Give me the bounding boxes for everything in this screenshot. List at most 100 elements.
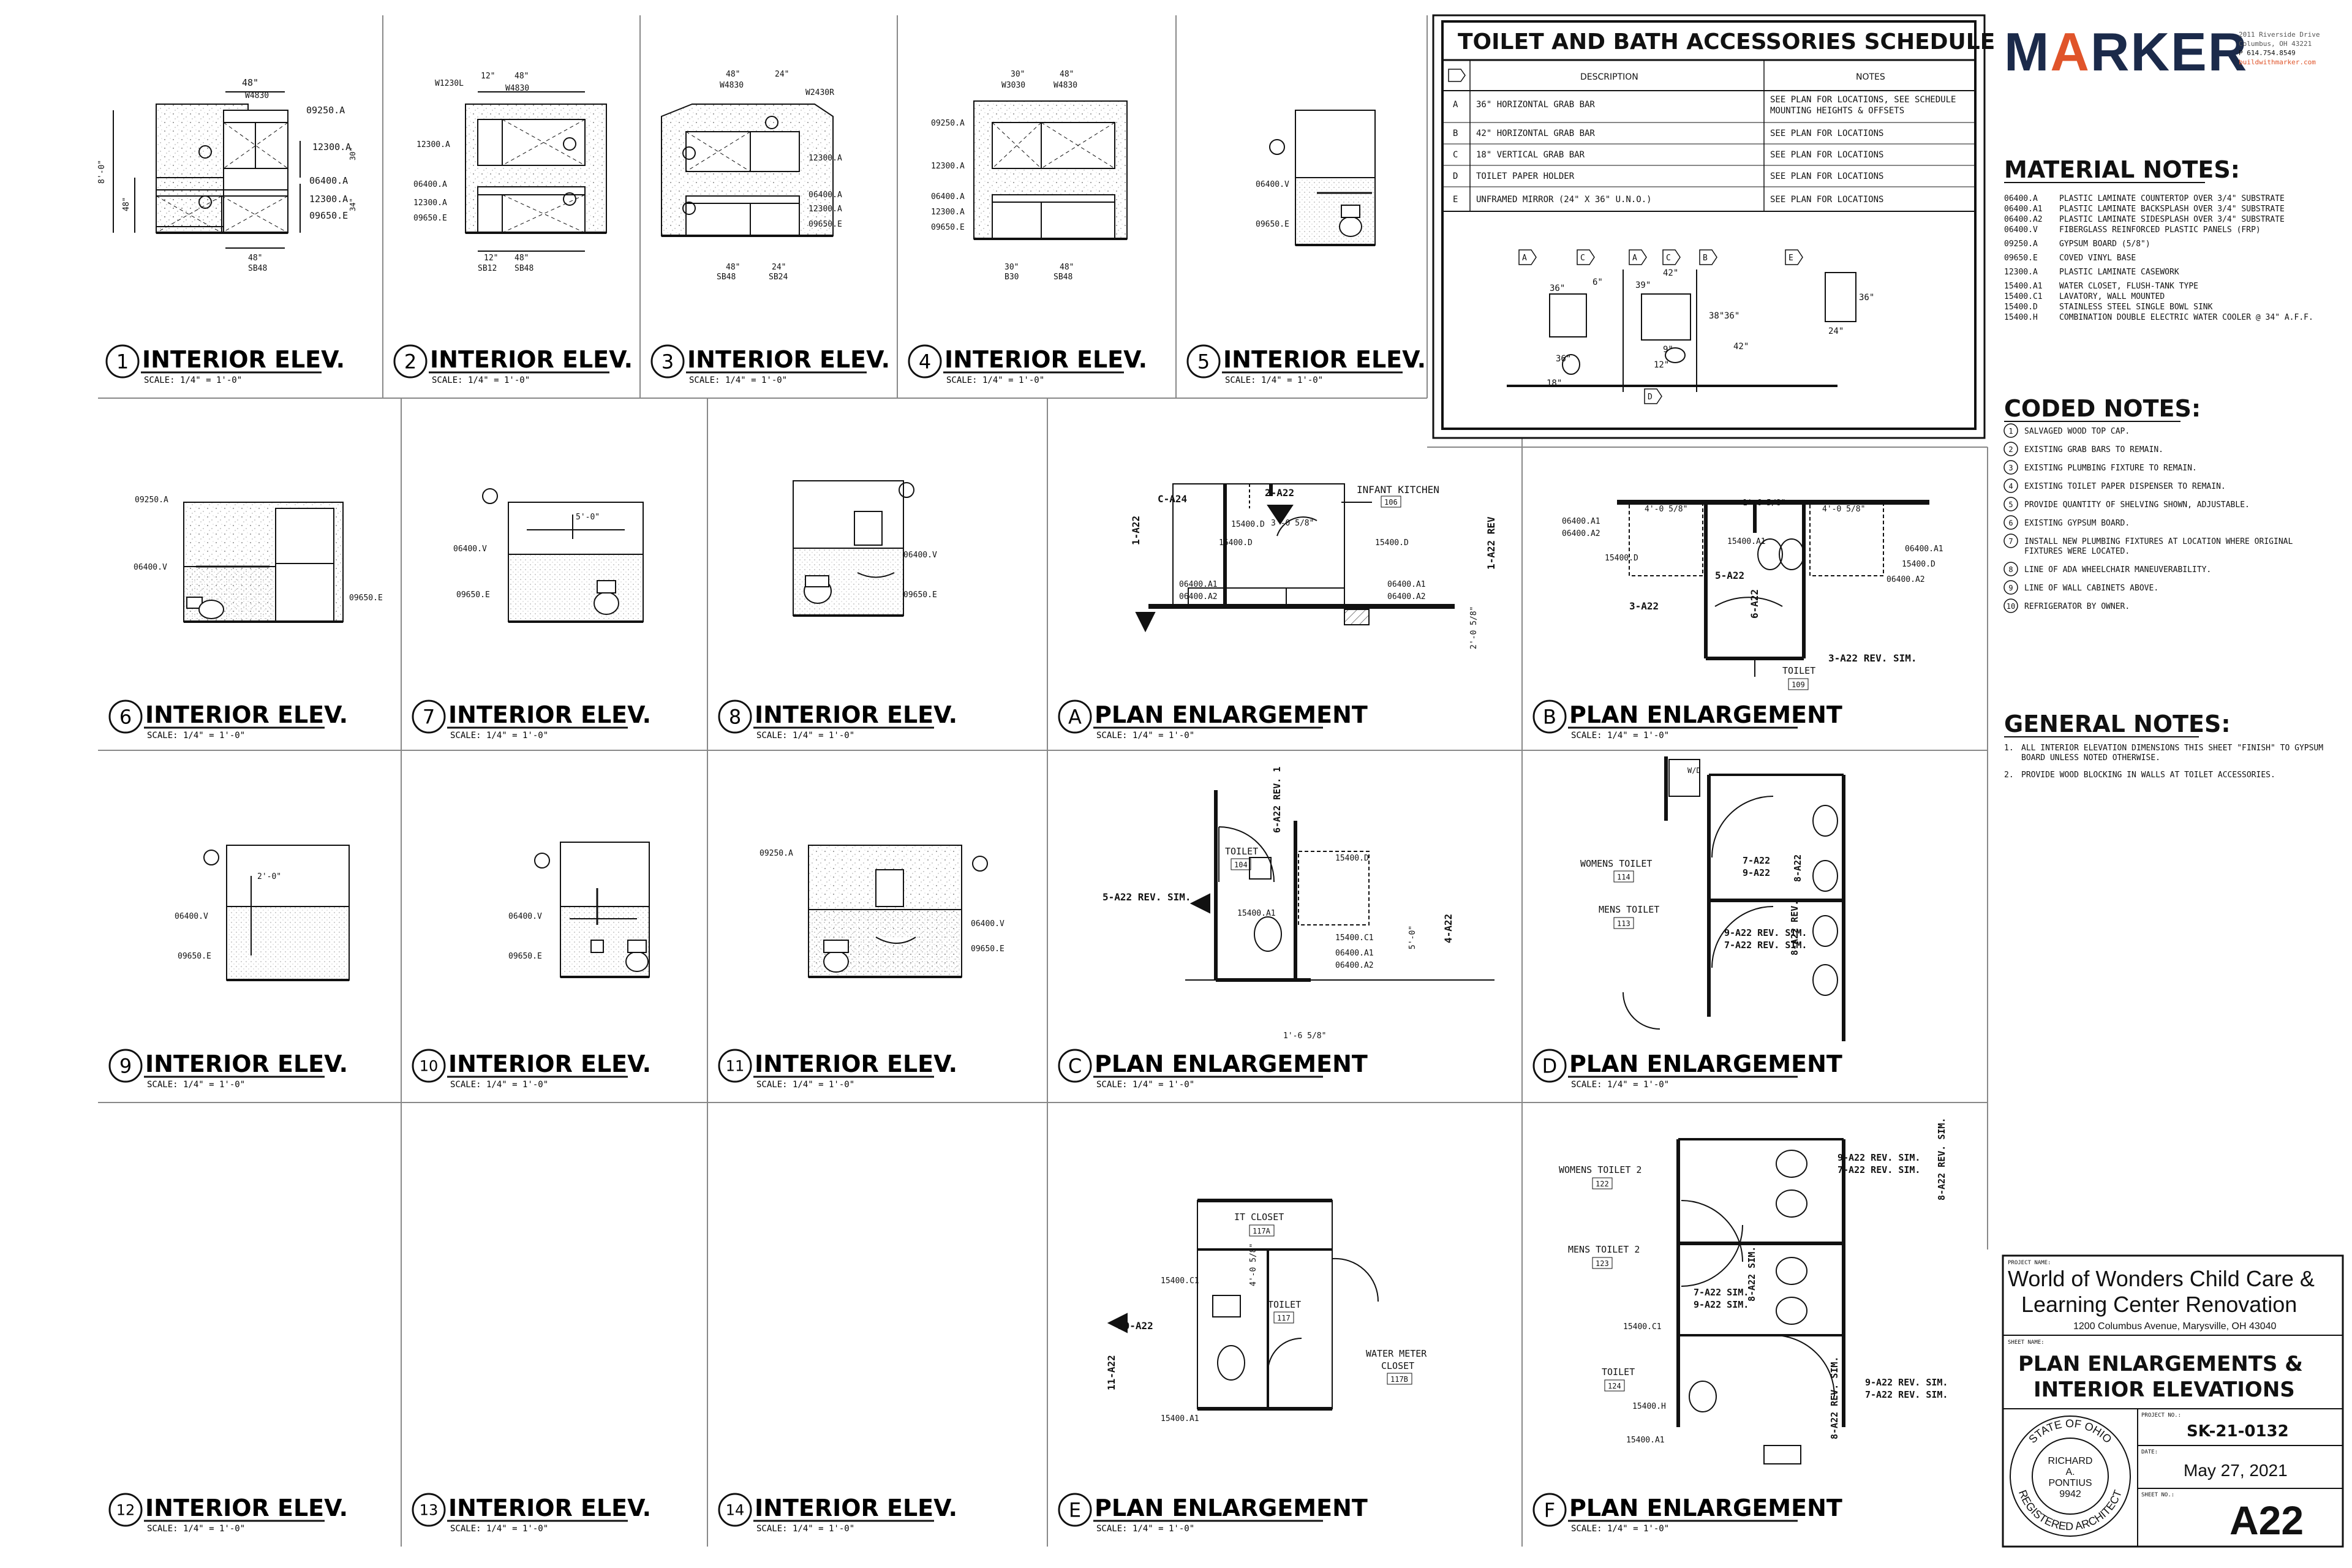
- svg-text:48": 48": [1060, 70, 1074, 79]
- elevation-6: [183, 502, 344, 623]
- svg-text:11-A22: 11-A22: [1106, 1355, 1117, 1390]
- svg-text:113: 113: [1617, 919, 1630, 928]
- panel-title-text: INTERIOR ELEV.: [142, 346, 345, 373]
- panel-number: E: [1069, 1499, 1081, 1522]
- project-no: SK-21-0132: [2187, 1422, 2289, 1441]
- panel-number-circle: [412, 1493, 446, 1527]
- svg-text:SB48: SB48: [248, 264, 267, 273]
- svg-text:C: C: [1580, 254, 1585, 263]
- schedule-dimension: 42": [1663, 268, 1678, 278]
- svg-text:109: 109: [1792, 680, 1805, 689]
- svg-text:6-A22: 6-A22: [1749, 589, 1760, 619]
- svg-text:C: C: [1666, 254, 1671, 263]
- panel-title-text: PLAN ENLARGEMENT: [1569, 1050, 1842, 1077]
- svg-text:06400.A1: 06400.A1: [1179, 580, 1218, 589]
- coded-note-circle: [2003, 460, 2018, 475]
- svg-text:06400.V: 06400.V: [175, 912, 208, 921]
- panel-number-circle: [108, 1049, 143, 1083]
- svg-text:W4830: W4830: [1054, 81, 1077, 90]
- sheet-no-label: SHEET NO.:: [2141, 1492, 2174, 1498]
- coded-note-text: EXISTING TOILET PAPER DISPENSER TO REMAI…: [2024, 482, 2226, 491]
- schedule-description: UNFRAMED MIRROR (24" X 36" U.N.O.): [1476, 195, 1652, 205]
- brand-web: buildwithmarker.com: [2239, 58, 2316, 66]
- svg-text:9-A22 SIM.: 9-A22 SIM.: [1694, 1299, 1749, 1310]
- svg-text:TOILET: TOILET: [1225, 846, 1258, 857]
- elevation-8-labels: 06400.V 09650.E: [903, 551, 937, 600]
- panel-number: 8: [729, 706, 741, 729]
- svg-text:A: A: [1522, 254, 1527, 263]
- svg-text:7-A22 SIM.: 7-A22 SIM.: [1694, 1287, 1749, 1298]
- elevation-1: [113, 91, 301, 249]
- material-text: PLASTIC LAMINATE SIDESPLASH OVER 3/4" SU…: [2059, 215, 2285, 224]
- schedule-dimension: 36": [1550, 284, 1565, 293]
- svg-text:06400.V: 06400.V: [1256, 180, 1289, 189]
- svg-text:WOMENS TOILET: WOMENS TOILET: [1580, 858, 1652, 869]
- coded-note-circle: [2003, 442, 2018, 456]
- svg-text:15400.A1: 15400.A1: [1727, 537, 1766, 546]
- svg-text:15400.D: 15400.D: [1902, 560, 1936, 569]
- svg-text:117A: 117A: [1253, 1227, 1271, 1235]
- elevation-5: [1269, 110, 1376, 246]
- svg-text:SB48: SB48: [717, 273, 736, 282]
- panel-title-text: INTERIOR ELEV.: [448, 1494, 651, 1521]
- plan-b: [1617, 500, 1929, 677]
- svg-text:09250.A: 09250.A: [760, 849, 793, 858]
- general-note: 1.ALL INTERIOR ELEVATION DIMENSIONS THIS…: [2004, 744, 2323, 763]
- panel-number-circle: [105, 344, 140, 379]
- plan-f-labels: WOMENS TOILET 2 122 MENS TOILET 2 123 TO…: [1559, 1118, 1948, 1445]
- plan-b-labels: 1'-6 5/8" 4'-0 5/8" 4'-0 5/8" 06400.A1 0…: [1562, 499, 1943, 690]
- panel-number: D: [1542, 1055, 1558, 1078]
- coded-note-number: 8: [2008, 565, 2013, 574]
- coded-note-number: 10: [2007, 602, 2015, 611]
- plan-e-labels: IT CLOSET 117A TOILET 117 WATER METER CL…: [1106, 1212, 1427, 1423]
- elevation-3: [661, 104, 834, 237]
- panel-scale: SCALE: 1/4" = 1'-0": [147, 731, 245, 741]
- coded-note-number: 9: [2008, 584, 2013, 592]
- panel-scale: SCALE: 1/4" = 1'-0": [946, 375, 1044, 385]
- svg-text:06400.A: 06400.A: [931, 192, 965, 202]
- svg-text:09650.E: 09650.E: [456, 590, 490, 600]
- panel-title-text: INTERIOR ELEV.: [755, 1050, 957, 1077]
- svg-text:123: 123: [1596, 1259, 1609, 1268]
- coded-note-text: REFRIGERATOR BY OWNER.: [2024, 602, 2130, 611]
- label: W4830: [245, 91, 269, 100]
- panel-number-circle: [908, 344, 942, 379]
- svg-text:114: 114: [1617, 873, 1630, 881]
- panel-number: 9: [119, 1055, 132, 1078]
- general-notes-list: 1.ALL INTERIOR ELEVATION DIMENSIONS THIS…: [2004, 744, 2323, 780]
- date-label: DATE:: [2141, 1449, 2158, 1455]
- svg-text:TOILET: TOILET: [1782, 665, 1815, 676]
- schedule-description: 18" VERTICAL GRAB BAR: [1476, 150, 1585, 160]
- panel-title-text: PLAN ENLARGEMENT: [1569, 701, 1842, 728]
- svg-text:W3030: W3030: [1001, 81, 1025, 90]
- elevation-8: [793, 480, 914, 617]
- panel-scale: SCALE: 1/4" = 1'-0": [756, 1524, 854, 1534]
- svg-text:09250.A: 09250.A: [306, 105, 345, 116]
- panel-number: 10: [420, 1058, 439, 1075]
- svg-text:SB12: SB12: [478, 264, 497, 273]
- panel-number-circle: [108, 1493, 143, 1527]
- svg-text:12300.A: 12300.A: [809, 205, 842, 214]
- sheet-number: A22: [2230, 1498, 2304, 1543]
- schedule-dimension: 24": [1828, 326, 1844, 336]
- panel-number: 14: [726, 1502, 745, 1519]
- coded-note-number: 1: [2008, 427, 2013, 435]
- schedule-description: TOILET PAPER HOLDER: [1476, 172, 1575, 181]
- svg-text:122: 122: [1596, 1180, 1609, 1188]
- svg-text:10-A22: 10-A22: [1118, 1320, 1153, 1332]
- svg-text:48": 48": [726, 263, 740, 272]
- schedule-dimension: 18": [1547, 379, 1562, 388]
